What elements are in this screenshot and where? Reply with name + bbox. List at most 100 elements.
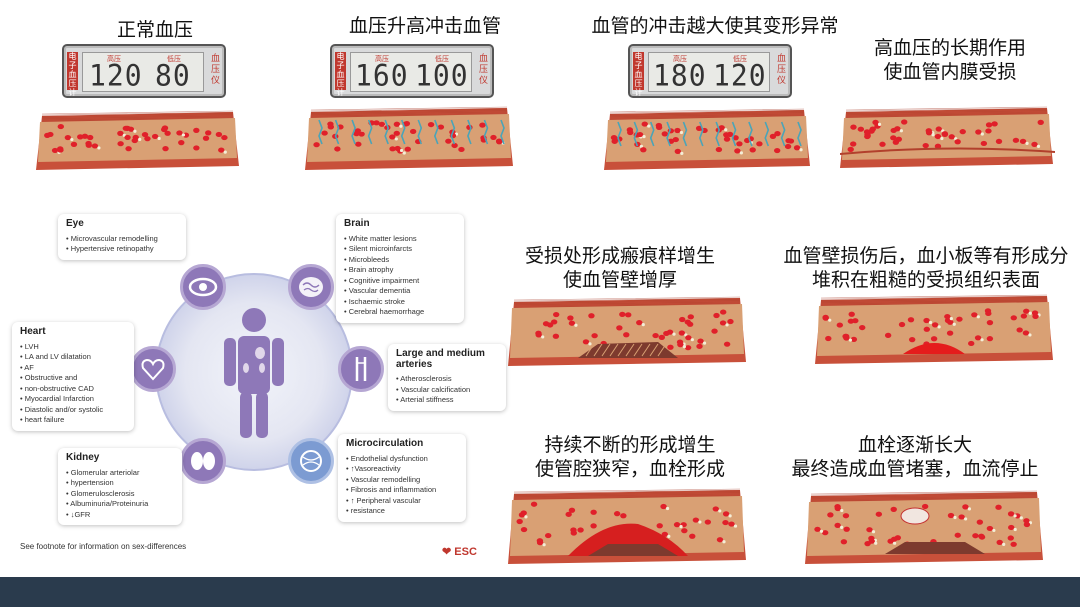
red-blood-cell: [894, 126, 901, 132]
pressure-arrow: [698, 121, 704, 147]
red-blood-cell: [901, 119, 908, 125]
red-blood-cell: [879, 141, 886, 147]
vessel-high: [604, 108, 810, 170]
kidney-title: Kidney: [66, 452, 100, 463]
red-blood-cell: [677, 342, 684, 348]
red-blood-cell: [968, 340, 975, 347]
list-item: • Ischaemic stroke: [344, 296, 405, 306]
red-blood-cell: [944, 317, 952, 324]
white-cell: [574, 323, 578, 327]
white-cell: [799, 148, 803, 152]
pressure-arrow: [433, 119, 439, 145]
list-item: • non-obstructive CAD: [20, 383, 94, 393]
red-blood-cell: [825, 335, 832, 342]
white-cell: [682, 345, 686, 349]
red-blood-cell: [946, 330, 954, 336]
pressure-arrow: [715, 121, 721, 147]
red-blood-cell: [723, 136, 731, 142]
red-blood-cell: [122, 125, 130, 131]
red-blood-cell: [980, 140, 988, 147]
red-blood-cell: [821, 530, 829, 536]
caption-scarring: 受损处形成瘢痕样增生使血管壁增厚: [524, 245, 715, 291]
red-blood-cell: [713, 312, 720, 319]
red-blood-cell: [719, 309, 727, 315]
red-blood-cell: [695, 125, 703, 131]
footnote: See footnote for information on sex-diff…: [20, 542, 187, 551]
red-blood-cell: [550, 319, 558, 325]
white-cell: [702, 341, 707, 345]
eye-box: Eye • Microvascular remodelling• Hyperte…: [58, 214, 186, 260]
artery-icon: [338, 346, 384, 392]
red-blood-cell: [613, 511, 621, 517]
organ-damage-figure: Eye • Microvascular remodelling• Hyperte…: [6, 208, 506, 558]
white-cell: [1025, 141, 1029, 145]
red-blood-cell: [890, 135, 897, 141]
arteries-list: • Atherosclerosis• Vascular calcificatio…: [396, 374, 498, 406]
red-blood-cell: [546, 322, 554, 328]
red-blood-cell: [859, 324, 866, 331]
red-blood-cell: [696, 343, 703, 349]
list-item: • Vascular remodelling: [346, 474, 421, 484]
white-cell: [937, 325, 941, 329]
red-blood-cell: [591, 333, 598, 339]
white-cell: [940, 136, 944, 141]
red-blood-cell: [490, 134, 497, 141]
arteries-box: Large and medium arteries • Atherosclero…: [388, 344, 506, 411]
caption-deformation: 血管的冲击越大使其变形异常: [591, 15, 839, 37]
red-blood-cell: [784, 143, 792, 150]
red-blood-cell: [723, 341, 731, 347]
list-item: • Microvascular remodelling: [66, 233, 158, 243]
red-blood-cell: [834, 505, 842, 512]
microcirculation-title: Microcirculation: [346, 438, 424, 449]
red-blood-cell: [458, 146, 465, 153]
clot: [900, 507, 930, 525]
red-blood-cell: [923, 326, 931, 332]
red-blood-cell: [655, 124, 663, 131]
red-blood-cell: [373, 120, 380, 126]
red-blood-cell: [726, 131, 734, 137]
red-blood-cell: [1020, 313, 1028, 319]
caption-intima-damage: 高血压的长期作用使血管内膜受损: [873, 37, 1026, 83]
red-blood-cell: [1010, 315, 1017, 321]
pressure-arrow: [748, 121, 753, 147]
list-item: • Brain atrophy: [344, 265, 394, 274]
pressure-arrow: [334, 119, 340, 145]
red-blood-cell: [568, 507, 576, 513]
white-cell: [1019, 516, 1023, 520]
white-cell: [399, 124, 403, 128]
pressure-arrow: [467, 119, 472, 145]
red-blood-cell: [898, 321, 906, 328]
red-blood-cell: [568, 320, 576, 326]
eye-icon: [180, 264, 226, 310]
red-blood-cell: [215, 131, 223, 138]
list-item: • Albuminuria/Proteinuria: [66, 499, 149, 508]
white-cell: [698, 520, 702, 524]
red-blood-cell: [875, 511, 883, 517]
red-blood-cell: [773, 147, 781, 154]
pressure-arrow: [384, 119, 390, 145]
pressure-arrow: [666, 121, 671, 147]
white-cell: [402, 151, 406, 155]
red-blood-cell: [890, 536, 898, 542]
vessel-elevated: [305, 106, 513, 170]
red-blood-cell: [144, 136, 151, 142]
red-blood-cell: [518, 512, 526, 518]
list-item: • Hypertensive retinopathy: [66, 244, 154, 253]
red-blood-cell: [77, 134, 84, 140]
red-blood-cell: [884, 332, 892, 338]
red-blood-cell: [1008, 524, 1015, 531]
caption-narrowing: 持续不断的形成增生使管腔狭窄，血栓形成: [534, 434, 725, 480]
white-cell: [840, 508, 844, 513]
red-blood-cell: [822, 315, 829, 321]
red-blood-cell: [995, 138, 1003, 145]
pressure-arrow: [731, 121, 737, 147]
red-blood-cell: [544, 532, 552, 539]
red-blood-cell: [321, 130, 328, 136]
red-blood-cell: [218, 147, 225, 153]
white-cell: [928, 320, 933, 325]
red-blood-cell: [756, 141, 763, 147]
red-blood-cell: [687, 314, 694, 320]
list-item: • Glomerulosclerosis: [66, 488, 135, 498]
list-item: • Endothelial dysfunction: [346, 453, 428, 463]
red-blood-cell: [535, 332, 542, 338]
